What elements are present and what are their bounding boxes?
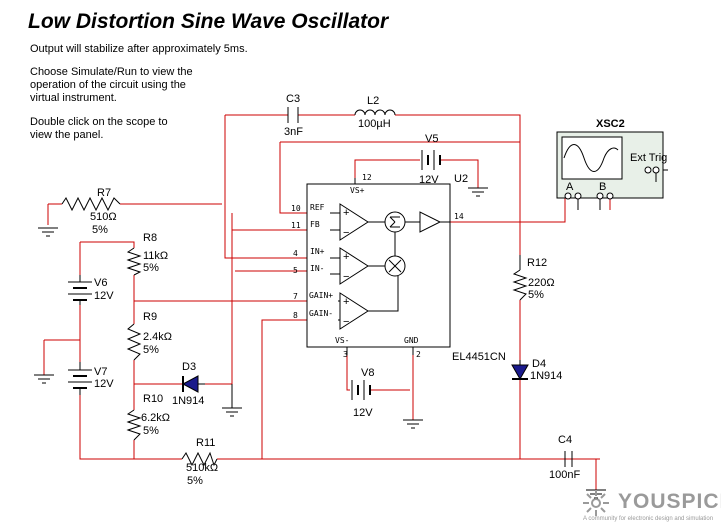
wires xyxy=(43,114,611,490)
page-title: Low Distortion Sine Wave Oscillator xyxy=(28,10,389,33)
v8-name: V8 xyxy=(361,367,374,379)
battery-v5[interactable] xyxy=(421,150,441,170)
u2-part: EL4451CN xyxy=(452,351,506,363)
pin-10: 10 xyxy=(291,204,301,213)
v7-value: 12V xyxy=(94,378,114,390)
ground-left xyxy=(34,374,54,384)
resistor-r11[interactable] xyxy=(181,451,218,467)
r9-value: 2.4kΩ xyxy=(143,331,172,343)
r9-tol: 5% xyxy=(143,344,159,356)
c3-name: C3 xyxy=(286,93,300,105)
c4-value: 100nF xyxy=(549,469,580,481)
capacitor-c3[interactable] xyxy=(287,107,299,123)
r10-tol: 5% xyxy=(143,425,159,437)
svg-text:−: − xyxy=(343,316,349,328)
r11-tol: 5% xyxy=(187,475,203,487)
pin-vsplus-label: VS+ xyxy=(350,186,365,195)
pin-8: 8 xyxy=(293,311,298,320)
logo-text: YOUSPICE xyxy=(618,490,721,513)
ground-r7 xyxy=(38,227,58,237)
pin-gnd-label: GND xyxy=(404,336,419,345)
r11-value: 510kΩ xyxy=(186,462,218,474)
battery-v7[interactable] xyxy=(68,362,92,395)
v6-value: 12V xyxy=(94,290,114,302)
v7-name: V7 xyxy=(94,366,107,378)
pin-5: 5 xyxy=(293,266,298,275)
v8-value: 12V xyxy=(353,407,373,419)
r11-name: R11 xyxy=(196,437,215,449)
pin-2: 2 xyxy=(416,350,421,359)
opamp-signs: + − + − + − xyxy=(343,207,349,328)
scope-channel-a: A xyxy=(566,181,574,193)
pin-4: 4 xyxy=(293,249,298,258)
pin-gainminus-label: GAIN- xyxy=(309,309,333,318)
logo-tagline: A community for electronic design and si… xyxy=(583,516,714,522)
capacitor-c4[interactable] xyxy=(564,451,573,467)
c4-name: C4 xyxy=(558,434,572,446)
pin-3: 3 xyxy=(343,350,348,359)
r7-name: R7 xyxy=(97,187,111,199)
c3-value: 3nF xyxy=(284,126,303,138)
pin-7: 7 xyxy=(293,292,298,301)
pin-14: 14 xyxy=(454,212,464,221)
oscilloscope-xsc2[interactable] xyxy=(556,131,668,210)
ground-fb xyxy=(222,384,242,417)
r12-value: 220Ω xyxy=(528,277,555,289)
v5-value: 12V xyxy=(419,174,439,186)
note-stabilize: Output will stabilize after approximatel… xyxy=(30,43,248,55)
diode-d4[interactable] xyxy=(511,360,529,381)
scope-channel-b: B xyxy=(599,181,606,193)
resistor-r7[interactable] xyxy=(61,196,121,212)
note-simulate: Choose Simulate/Run to view the operatio… xyxy=(30,66,193,104)
r8-tol: 5% xyxy=(143,262,159,274)
r12-tol: 5% xyxy=(528,289,544,301)
pin-12: 12 xyxy=(362,173,372,182)
pin-vsminus-label: VS- xyxy=(335,336,349,345)
scope-ext-trig: Ext Trig xyxy=(630,152,667,164)
note-scope-panel: Double click on the scope to view the pa… xyxy=(30,116,168,141)
svg-text:−: − xyxy=(343,271,349,283)
youspice-logo-icon xyxy=(583,490,609,516)
diode-d3[interactable] xyxy=(181,375,205,393)
ground-v8 xyxy=(403,419,423,429)
r7-value: 510Ω xyxy=(90,211,117,223)
r8-value: 11kΩ xyxy=(143,250,168,262)
pin-ref-label: REF xyxy=(310,203,325,212)
pin-11: 11 xyxy=(291,221,301,230)
r12-name: R12 xyxy=(527,257,547,269)
d3-value: 1N914 xyxy=(172,395,204,407)
resistor-r8[interactable] xyxy=(126,247,142,276)
d3-name: D3 xyxy=(182,361,196,373)
svg-text:+: + xyxy=(343,251,349,263)
r7-tol: 5% xyxy=(92,224,108,236)
pin-gainplus-label: GAIN+ xyxy=(309,291,333,300)
pin-inminus-label: IN- xyxy=(310,264,324,273)
pin-inplus-label: IN+ xyxy=(310,247,325,256)
l2-value: 100µH xyxy=(358,118,391,130)
v6-name: V6 xyxy=(94,277,107,289)
resistor-r10[interactable] xyxy=(126,409,142,441)
d4-name: D4 xyxy=(532,358,546,370)
ground-u2 xyxy=(468,187,488,197)
l2-name: L2 xyxy=(367,95,379,107)
resistor-r9[interactable] xyxy=(126,323,142,361)
resistor-r12[interactable] xyxy=(512,269,528,301)
r10-name: R10 xyxy=(143,393,163,405)
pin-fb-label: FB xyxy=(310,220,320,229)
u2-name: U2 xyxy=(454,173,468,185)
svg-text:+: + xyxy=(343,207,349,219)
battery-v6[interactable] xyxy=(68,275,92,305)
scope-name: XSC2 xyxy=(596,118,625,130)
r10-value: 6.2kΩ xyxy=(141,412,170,424)
svg-text:−: − xyxy=(343,227,349,239)
ic-u2[interactable] xyxy=(306,178,451,355)
d4-value: 1N914 xyxy=(530,370,562,382)
v5-name: V5 xyxy=(425,133,438,145)
battery-v8[interactable] xyxy=(351,380,371,400)
svg-text:+: + xyxy=(343,296,349,308)
r9-name: R9 xyxy=(143,311,157,323)
inductor-l2[interactable] xyxy=(354,109,396,116)
r8-name: R8 xyxy=(143,232,157,244)
